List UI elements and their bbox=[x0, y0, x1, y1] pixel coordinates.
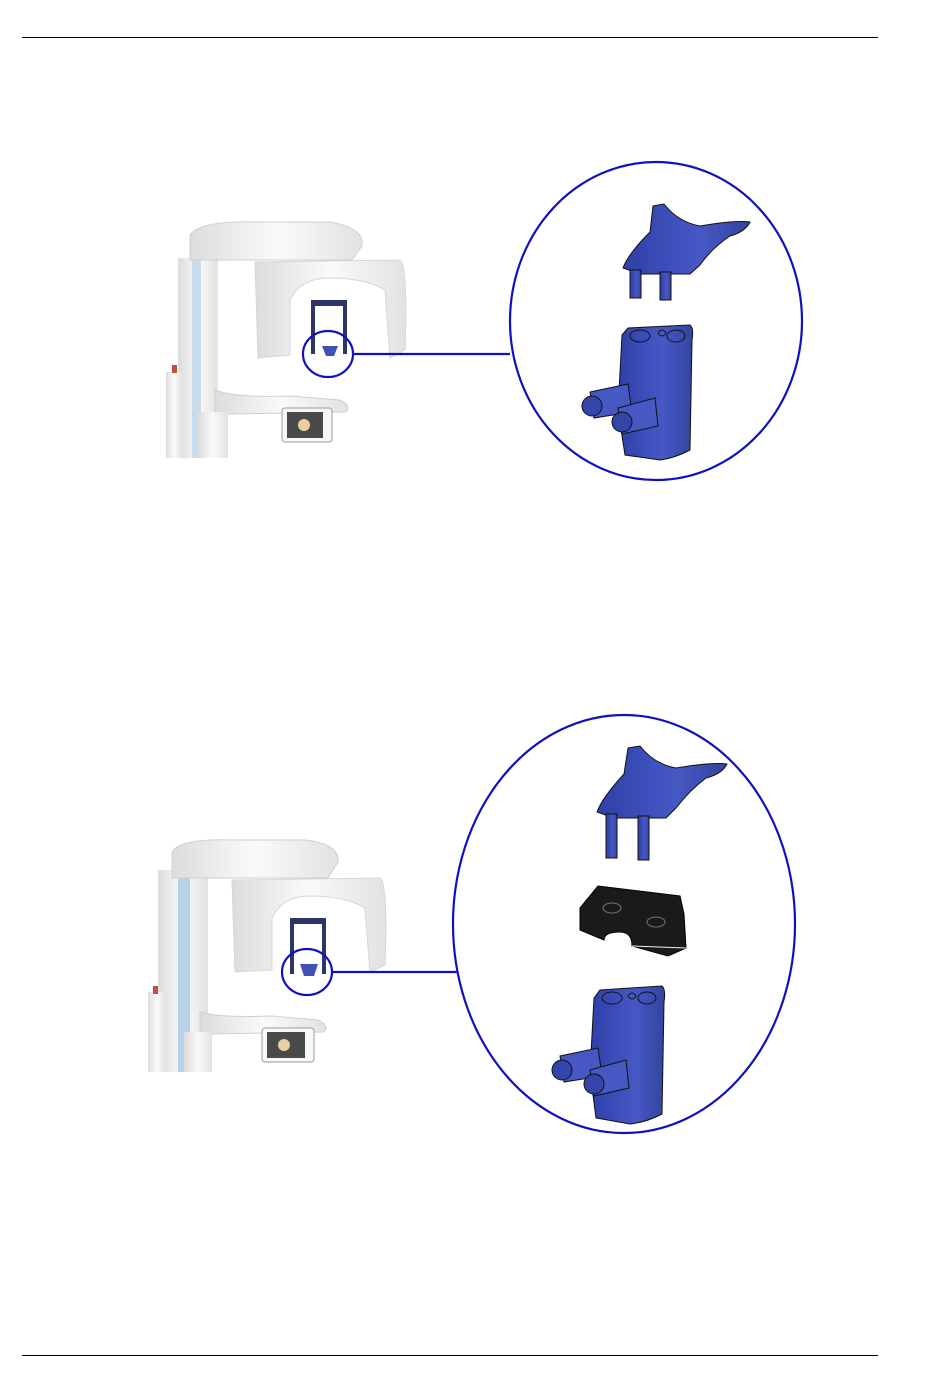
header-rule bbox=[22, 37, 878, 38]
black-spacer-part bbox=[580, 886, 686, 956]
figure-2 bbox=[0, 710, 950, 1140]
bite-block-holder-part bbox=[582, 325, 693, 460]
xray-unit bbox=[148, 840, 386, 1072]
figure-1-illustration bbox=[0, 150, 950, 490]
figure-2-illustration bbox=[0, 710, 950, 1140]
bite-block-holder-part bbox=[552, 986, 665, 1124]
chin-rest-part bbox=[597, 746, 727, 860]
footer-rule bbox=[22, 1355, 878, 1356]
xray-unit bbox=[166, 222, 406, 458]
figure-1 bbox=[0, 150, 950, 490]
chin-rest-part bbox=[623, 204, 750, 300]
